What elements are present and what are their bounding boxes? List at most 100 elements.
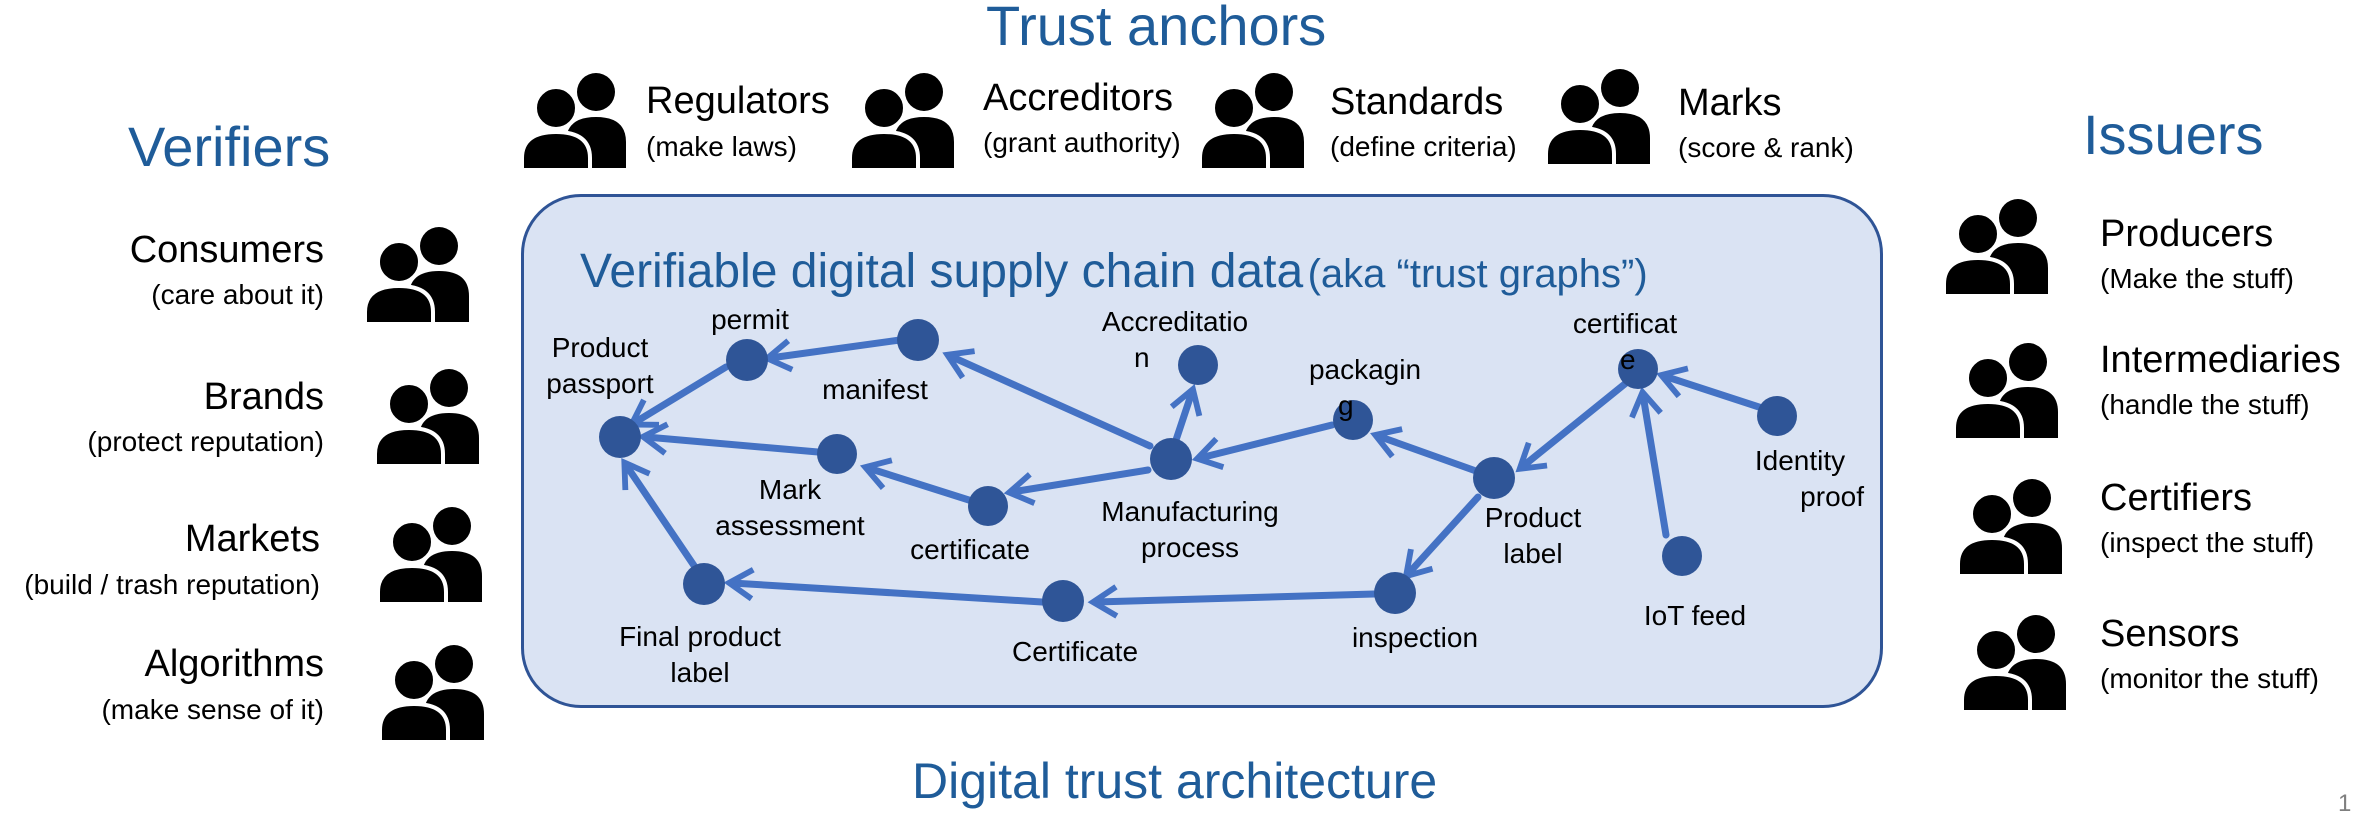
consumers-desc: (care about it) — [151, 279, 324, 310]
label-line: Product — [1484, 502, 1582, 533]
regulators-label: Regulators — [646, 80, 830, 122]
label-certificate-bottom: Certificate — [1000, 634, 1150, 670]
intermediaries-desc: (handle the stuff) — [2100, 389, 2310, 420]
label-product-label: Product label — [1473, 500, 1593, 572]
label-line: assessment — [715, 510, 865, 541]
edge-inspection-to-certbottom — [1087, 584, 1378, 619]
markets-desc: (build / trash reputation) — [24, 569, 320, 600]
label-packaging: packagin g — [1300, 352, 1430, 424]
edge-packaging-to-manufacturing — [1191, 421, 1336, 470]
label-line: IoT feed — [1643, 600, 1747, 631]
label-line: Identity — [1754, 445, 1846, 476]
panel-title-main: Verifiable digital supply chain data — [580, 245, 1304, 298]
node-manifest — [897, 319, 939, 361]
node-certificate-mid — [968, 486, 1008, 526]
standards-desc: (define criteria) — [1330, 131, 1517, 162]
label-line: certificate — [910, 534, 1030, 565]
edge-finallabel-to-passport — [621, 458, 701, 574]
accreditors-label: Accreditors — [983, 77, 1174, 119]
edge-assessment-to-passport — [637, 421, 822, 456]
node-permit — [726, 339, 768, 381]
node-product-label — [1473, 457, 1515, 499]
label-line: packagin — [1308, 354, 1422, 385]
intermediaries-label: Intermediaries — [2100, 339, 2341, 381]
node-certificate-bottom — [1042, 580, 1084, 622]
label-line: Final product — [619, 621, 781, 652]
label-line: g — [1338, 390, 1354, 421]
label-final-product-label: Final product label — [605, 619, 795, 691]
node-product-passport — [599, 416, 641, 458]
label-line: inspection — [1351, 622, 1479, 653]
accreditors-desc: (grant authority) — [983, 127, 1181, 158]
edge-identity-to-certtop — [1655, 365, 1766, 412]
certifiers-desc: (inspect the stuff) — [2100, 527, 2315, 558]
label-line: process — [1140, 532, 1240, 563]
edge-certbottom-to-finallabel — [723, 567, 1046, 606]
producers-label: Producers — [2100, 213, 2274, 255]
node-inspection — [1374, 572, 1416, 614]
label-line: Accreditatio — [1101, 306, 1249, 337]
label-permit: permit — [690, 302, 810, 338]
regulators-desc: (make laws) — [646, 131, 797, 162]
verifiers-heading: Verifiers — [128, 115, 331, 178]
producers-desc: (Make the stuff) — [2100, 263, 2295, 294]
label-accreditation: Accreditatio n — [1090, 304, 1260, 376]
edge-productlabel-to-inspection — [1402, 493, 1482, 581]
edge-permit-to-passport — [626, 363, 730, 428]
trust-anchors-heading: Trust anchors — [986, 0, 1327, 57]
label-manufacturing-process: Manufacturing process — [1090, 494, 1290, 566]
node-packaging — [1333, 400, 1373, 440]
label-line: manifest — [822, 374, 928, 405]
sensors-desc: (monitor the stuff) — [2100, 663, 2319, 694]
brands-desc: (protect reputation) — [87, 426, 324, 457]
label-inspection: inspection — [1345, 620, 1485, 656]
node-accreditation — [1178, 345, 1218, 385]
label-manifest: manifest — [815, 372, 935, 408]
label-line: permit — [711, 304, 789, 335]
node-certificate-top — [1618, 349, 1658, 389]
algorithms-desc: (make sense of it) — [101, 694, 324, 725]
markets-label: Markets — [184, 518, 320, 560]
edge-manufacturing-to-certmid — [1003, 466, 1152, 506]
node-iot-feed — [1662, 536, 1702, 576]
sensors-label: Sensors — [2100, 613, 2240, 655]
edge-certtop-to-productlabel — [1515, 379, 1630, 473]
marks-desc: (score & rank) — [1678, 132, 1854, 163]
label-iot-feed: IoT feed — [1630, 598, 1760, 634]
node-identity-proof — [1757, 396, 1797, 436]
edge-certmid-to-assessment — [859, 457, 976, 505]
label-line: certificat — [1572, 308, 1678, 339]
edge-iot-to-certtop — [1629, 386, 1670, 539]
marks-label: Marks — [1678, 82, 1782, 124]
label-mark-assessment: Mark assessment — [705, 472, 875, 544]
label-line: label — [670, 657, 730, 688]
label-line: e — [1620, 344, 1636, 375]
edge-manufacturing-to-manifest — [942, 348, 1154, 450]
edge-manufacturing-to-accreditation — [1169, 384, 1203, 444]
label-line: label — [1503, 538, 1563, 569]
node-mark-assessment — [817, 434, 857, 474]
label-line: Product — [551, 332, 649, 363]
label-product-passport: Product passport — [540, 330, 660, 402]
label-line: passport — [546, 368, 654, 399]
label-identity-proof: Identity proof — [1730, 443, 1870, 515]
label-certificate-top: certificat e — [1560, 306, 1690, 378]
panel-title-aside: (aka “trust graphs”) — [1307, 252, 1648, 296]
panel-title: Verifiable digital supply chain data (ak… — [580, 244, 1648, 302]
node-final-product-label — [683, 563, 725, 605]
brands-label: Brands — [203, 376, 324, 418]
page-number: 1 — [2338, 790, 2352, 817]
label-line: n — [1134, 342, 1150, 373]
standards-label: Standards — [1330, 81, 1504, 123]
label-line: Manufacturing — [1101, 496, 1279, 527]
label-line: Certificate — [1011, 636, 1139, 667]
algorithms-label: Algorithms — [144, 643, 325, 685]
label-certificate-mid: certificate — [895, 532, 1045, 568]
footer-title: Digital trust architecture — [912, 753, 1438, 809]
edge-productlabel-to-packaging — [1370, 426, 1480, 475]
edge-manifest-to-permit — [761, 336, 904, 373]
label-line: Mark — [758, 474, 822, 505]
certifiers-label: Certifiers — [2100, 477, 2253, 519]
issuers-heading: Issuers — [2083, 103, 2264, 166]
